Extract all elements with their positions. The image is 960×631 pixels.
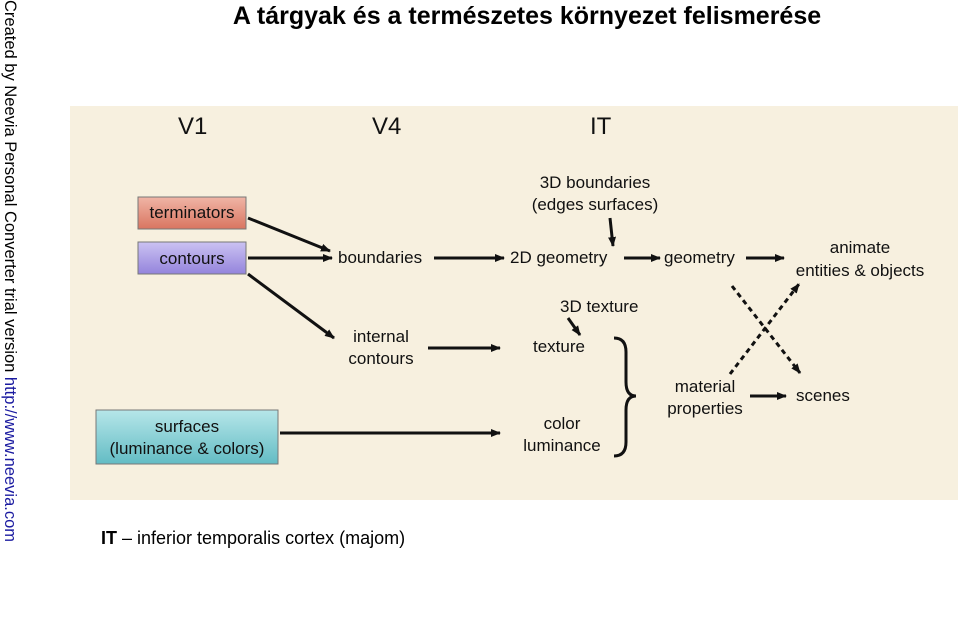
column-v1: V1 bbox=[178, 113, 207, 140]
boundaries-label: boundaries bbox=[338, 248, 422, 267]
material-properties-label-1: material bbox=[675, 377, 735, 396]
internal-contours-label-2: contours bbox=[348, 349, 413, 368]
footnote-abbr: IT bbox=[101, 528, 117, 548]
footnote: IT – inferior temporalis cortex (majom) bbox=[101, 528, 405, 549]
material-properties-label-2: properties bbox=[667, 399, 743, 418]
2d-geometry-label: 2D geometry bbox=[510, 248, 608, 267]
arrows bbox=[247, 216, 787, 437]
dashed-arrow-material-animate bbox=[728, 283, 801, 375]
scenes-label: scenes bbox=[796, 386, 850, 405]
terminators-box: terminators bbox=[137, 196, 247, 230]
terminators-label: terminators bbox=[149, 203, 234, 222]
contours-box: contours bbox=[137, 241, 247, 275]
watermark-link[interactable]: http://www.neevia.com bbox=[1, 376, 19, 542]
3d-boundaries-label-1: 3D boundaries bbox=[540, 173, 651, 192]
dashed-arrows bbox=[728, 283, 802, 375]
column-it: IT bbox=[590, 113, 612, 140]
arrow-3dboundaries-2d bbox=[608, 217, 617, 247]
3d-boundaries-label-2: (edges surfaces) bbox=[532, 195, 659, 214]
visual-pathway-diagram: V1 V4 IT terminators contours surfaces (… bbox=[70, 106, 958, 500]
footnote-dash: – bbox=[117, 528, 138, 548]
arrow-3dtexture-texture bbox=[566, 317, 582, 336]
surfaces-box: surfaces (luminance & colors) bbox=[95, 409, 279, 465]
footnote-text: inferior temporalis cortex (majom) bbox=[137, 528, 406, 548]
column-v4: V4 bbox=[372, 113, 401, 140]
watermark-label: Created by Neevia Personal Converter tri… bbox=[1, 0, 19, 377]
surfaces-label-1: surfaces bbox=[155, 417, 219, 436]
animate-label-2: entities & objects bbox=[796, 261, 925, 280]
page-title: A tárgyak és a természetes környezet fel… bbox=[232, 2, 822, 30]
color-luminance-label-1: color bbox=[544, 414, 581, 433]
texture-label: texture bbox=[533, 337, 585, 356]
watermark-text: Created by Neevia Personal Converter tri… bbox=[0, 0, 20, 542]
arrow-terminators-boundaries bbox=[247, 216, 331, 253]
animate-label-1: animate bbox=[830, 238, 890, 257]
color-luminance-label-2: luminance bbox=[523, 436, 601, 455]
internal-contours-label-1: internal bbox=[353, 327, 409, 346]
grouping-brace bbox=[613, 336, 637, 458]
diagram-canvas: V1 V4 IT terminators contours surfaces (… bbox=[95, 113, 925, 465]
3d-texture-label: 3D texture bbox=[560, 297, 638, 316]
contours-label: contours bbox=[159, 249, 224, 268]
surfaces-label-2: (luminance & colors) bbox=[110, 439, 265, 458]
geometry-label: geometry bbox=[664, 248, 735, 267]
arrow-contours-internal bbox=[247, 272, 335, 340]
watermark: Created by Neevia Personal Converter tri… bbox=[0, 0, 30, 631]
